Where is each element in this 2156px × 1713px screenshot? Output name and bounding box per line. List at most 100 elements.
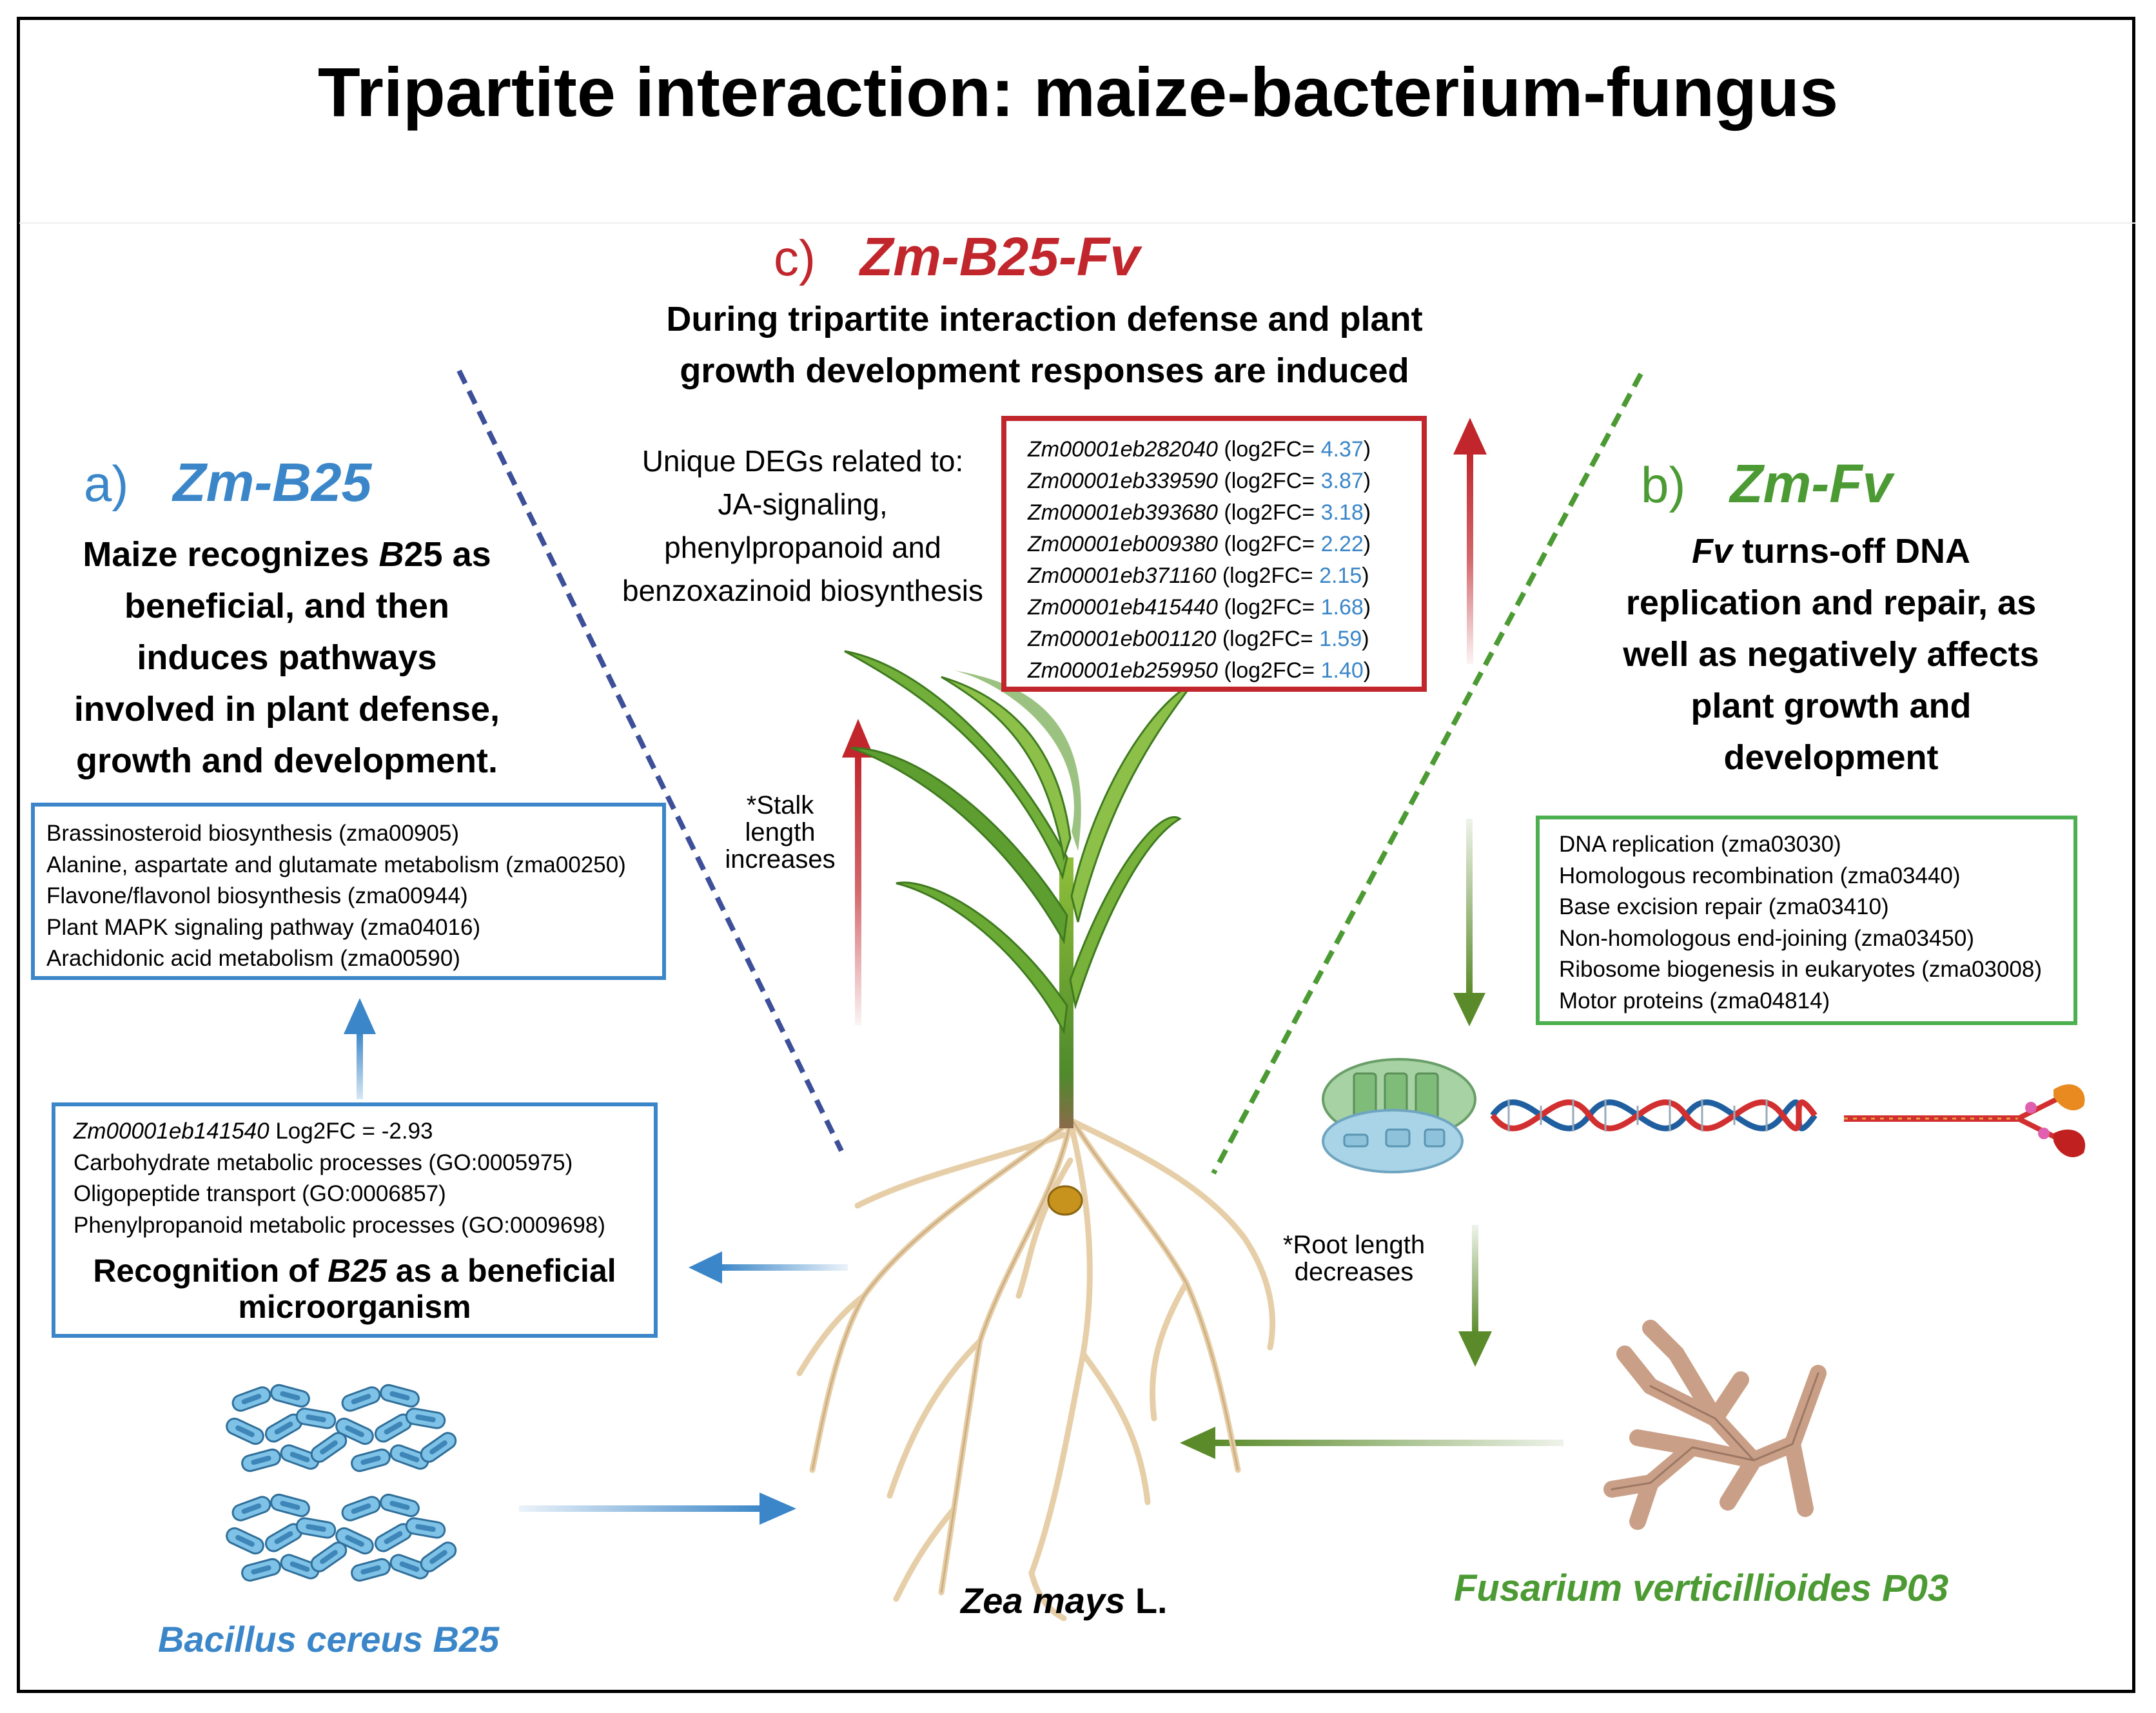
section-a-name: Zm-B25 <box>173 452 372 513</box>
bacteria-to-plant-arrow <box>519 1493 796 1525</box>
title-divider <box>19 222 2135 224</box>
deg-fold-change: 1.68 <box>1320 595 1364 620</box>
bacterium-cell <box>405 1517 446 1539</box>
bacterium-cell <box>226 1527 264 1555</box>
deg-item: Zm00001eb282040 (log2FC= 4.37) <box>1028 437 1371 462</box>
bacterium-cell <box>420 1542 457 1572</box>
bacterium-cell <box>295 1407 337 1429</box>
right-dashed-divider <box>1211 373 1643 1175</box>
bacterium-cell <box>389 1444 429 1470</box>
unique-degs-line: phenylpropanoid and <box>664 531 941 564</box>
bacterium-cell <box>231 1496 271 1522</box>
pathway-item: Base excision repair (zma03410) <box>1559 894 1889 919</box>
deg-item: Zm00001eb009380 (log2FC= 2.22) <box>1028 532 1371 556</box>
root-note-line: *Root length <box>1282 1231 1426 1259</box>
section-a-heading: Maize recognizes B25 as beneficial, and … <box>26 529 548 787</box>
bacterium-cell <box>310 1432 348 1463</box>
figure-title: Tripartite interaction: maize-bacterium-… <box>317 53 1839 131</box>
pathway-item: Non-homologous end-joining (zma03450) <box>1559 925 1974 951</box>
section-b-header: b) Zm-Fv <box>1641 453 1892 515</box>
pathway-item: Motor proteins (zma04814) <box>1559 988 1830 1013</box>
bacterium-cell <box>295 1517 337 1539</box>
unique-degs-line: JA-signaling, <box>718 487 888 521</box>
deg-fold-change: 2.22 <box>1320 532 1364 556</box>
deg-fold-change: 3.87 <box>1320 469 1364 493</box>
section-b-letter: b) <box>1641 456 1686 513</box>
deg-gene-id: Zm00001eb371160 <box>1028 563 1217 588</box>
section-b-heading-line: plant growth and <box>1690 687 1972 725</box>
deg-gene-id: Zm00001eb415440 <box>1028 595 1218 620</box>
deg-gene-id: Zm00001eb393680 <box>1028 500 1218 525</box>
bacteria-illustration <box>226 1384 457 1582</box>
section-b-heading-line: replication and repair, as <box>1625 583 2037 622</box>
section-c-letter: c) <box>774 230 816 286</box>
go-term-item: Oligopeptide transport (GO:0006857) <box>74 1181 446 1206</box>
bacterium-cell <box>335 1417 374 1445</box>
degs-box: Zm00001eb282040 (log2FC= 4.37) Zm00001eb3… <box>1001 416 1427 692</box>
bacterium-cell <box>374 1523 413 1552</box>
section-a-heading-line: Maize recognizes B25 as <box>83 535 491 574</box>
bacterium-cell <box>351 1558 391 1582</box>
pathway-item: Arachidonic acid metabolism (zma00590) <box>46 946 460 971</box>
deg-item: Zm00001eb415440 (log2FC= 1.68) <box>1028 595 1371 620</box>
bacterium-cell <box>226 1417 264 1445</box>
bacterium-cell <box>380 1493 420 1518</box>
deg-fold-change: 1.40 <box>1320 658 1364 683</box>
go-term-item: Phenylpropanoid metabolic processes (GO:… <box>74 1212 605 1238</box>
bacterium-cell <box>380 1384 420 1408</box>
section-a-header: a) Zm-B25 <box>84 451 371 514</box>
bacterium-cell <box>420 1432 457 1463</box>
pathway-item: DNA replication (zma03030) <box>1559 832 1841 857</box>
deg-fold-change: 4.37 <box>1320 437 1364 462</box>
bacterium-cell <box>341 1386 381 1412</box>
stalk-length-note: *Stalk length increases <box>709 792 851 873</box>
unique-degs-line: Unique DEGs related to: <box>642 444 964 478</box>
bacterium-cell <box>335 1527 374 1555</box>
fungus-illustration <box>1603 1320 1827 1530</box>
deg-gene-id: Zm00001eb001120 <box>1028 627 1217 651</box>
section-a-letter: a) <box>84 455 129 512</box>
section-b-heading: Fv turns-off DNA replication and repair,… <box>1573 525 2089 783</box>
section-c-name: Zm-B25-Fv <box>859 226 1140 287</box>
deg-gene-id: Zm00001eb259950 <box>1028 658 1218 683</box>
section-b-heading-line: well as negatively affects <box>1623 635 2039 674</box>
deg-gene-id: Zm00001eb009380 <box>1028 532 1218 556</box>
deg-gene-id: Zm00001eb339590 <box>1028 469 1218 493</box>
unique-degs-line: benzoxazinoid biosynthesis <box>622 574 984 607</box>
recognition-up-arrow <box>344 998 376 1099</box>
stalk-note-line: length <box>745 818 816 847</box>
deg-item: Zm00001eb371160 (log2FC= 2.15) <box>1028 563 1369 588</box>
deg-item: Zm00001eb339590 (log2FC= 3.87) <box>1028 469 1371 493</box>
bacterium-cell <box>310 1542 348 1572</box>
stalk-note-line: increases <box>725 845 836 874</box>
bacterium-cell <box>270 1493 310 1518</box>
root-length-note: *Root length decreases <box>1260 1231 1447 1286</box>
deg-list: Zm00001eb282040 (log2FC= 4.37) Zm00001eb3… <box>1028 434 1422 687</box>
left-dashed-divider <box>456 369 844 1152</box>
bacillus-label: Bacillus cereus B25 <box>158 1619 500 1659</box>
bacterium-cell <box>351 1448 391 1473</box>
recognition-box: Zm00001eb141540 Log2FC = -2.93 Carbohydr… <box>52 1102 658 1338</box>
section-b-heading-line: development <box>1723 738 1939 777</box>
stalk-up-arrow <box>842 719 874 1025</box>
pathway-item: Ribosome biogenesis in eukaryotes (zma03… <box>1559 957 2043 982</box>
section-c-heading: During tripartite interaction defense an… <box>542 293 1547 396</box>
pathway-item: Flavone/flavonol biosynthesis (zma00944) <box>46 883 468 908</box>
bacterium-cell <box>389 1554 429 1580</box>
recognition-title: Recognition of B25 as a beneficial micro… <box>93 1253 616 1325</box>
degs-up-arrow <box>1453 418 1487 664</box>
bacterium-cell <box>270 1384 310 1408</box>
deg-fold-change: 2.15 <box>1319 563 1362 588</box>
unique-degs-text: Unique DEGs related to: JA-signaling, ph… <box>583 440 1022 612</box>
deg-item: Zm00001eb001120 (log2FC= 1.59) <box>1028 627 1369 651</box>
bacterium-cell <box>241 1448 281 1473</box>
bacterium-cell <box>241 1558 281 1582</box>
root-decrease-down-arrow <box>1458 1225 1492 1367</box>
dna-helix-illustration <box>1490 1099 1818 1131</box>
bacterium-cell <box>280 1444 320 1470</box>
recognition-left-arrow <box>689 1251 848 1284</box>
fungus-to-plant-arrow <box>1180 1427 1563 1459</box>
bacterium-cell <box>280 1554 320 1580</box>
section-a-pathways-box: Brassinosteroid biosynthesis (zma00905) … <box>31 803 666 980</box>
